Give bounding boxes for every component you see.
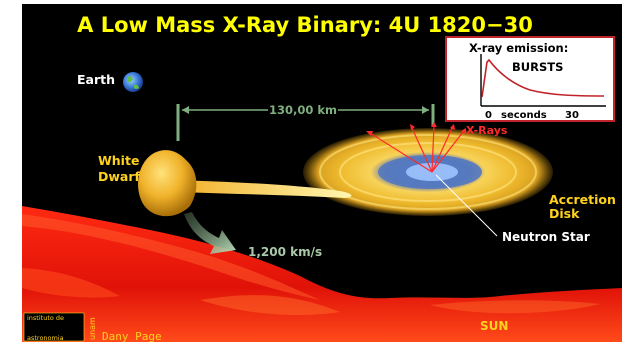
- separation-label: 130,00 km: [269, 103, 337, 117]
- inset-title: X-ray emission:: [469, 41, 568, 55]
- white-dwarf-label-line1: White: [98, 153, 139, 168]
- velocity-arrow: [184, 212, 236, 254]
- svg-text:astronomia: astronomia: [27, 334, 64, 342]
- svg-text:instituto de: instituto de: [27, 314, 64, 322]
- mass-transfer-stream: [178, 180, 352, 198]
- earth-label: Earth: [77, 72, 115, 87]
- credit-label: Dany Page: [102, 330, 162, 343]
- earth-icon: [123, 72, 143, 92]
- sun-surface: [22, 206, 622, 342]
- inset-axis-end: 30: [565, 110, 579, 121]
- accretion-disk-label-line1: Accretion: [549, 192, 616, 207]
- sun-label: SUN: [480, 319, 508, 333]
- white-dwarf-label-line2: Dwarf: [98, 169, 141, 184]
- accretion-disk-label-line2: Disk: [549, 206, 580, 221]
- svg-text:unam: unam: [88, 317, 97, 340]
- diagram-title: A Low Mass X-Ray Binary: 4U 1820−30: [77, 13, 533, 37]
- xray-rays: [369, 125, 464, 173]
- inset-subtitle: BURSTS: [512, 60, 563, 74]
- inset-axis-start: 0: [485, 110, 492, 121]
- neutron-star-label: Neutron Star: [502, 230, 590, 244]
- xray-arrowheads: [366, 122, 466, 136]
- white-dwarf: [138, 150, 197, 217]
- accretion-disk: [303, 128, 553, 216]
- burst-inset: [445, 36, 615, 122]
- inset-axis-label: seconds: [501, 110, 547, 121]
- xrays-label: X-Rays: [466, 124, 508, 137]
- burst-light-curve: [481, 58, 605, 98]
- velocity-label: 1,200 km/s: [248, 245, 322, 259]
- institute-logo: instituto de astronomia unam: [23, 312, 97, 342]
- neutron-star-pointer: [435, 174, 498, 237]
- separation-measure: [176, 104, 435, 141]
